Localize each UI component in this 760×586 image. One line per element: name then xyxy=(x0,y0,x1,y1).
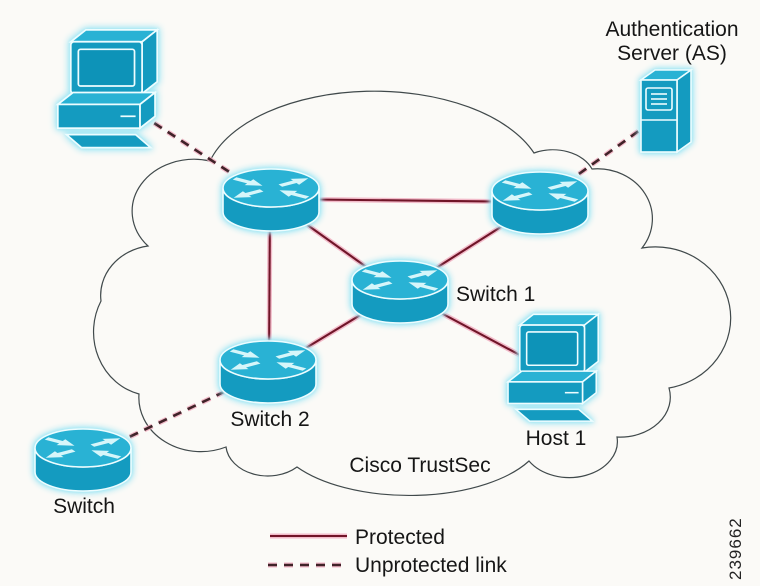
switch1-icon xyxy=(352,261,448,323)
authentication-server-icon xyxy=(640,69,692,153)
auth-server-label-line1: Authentication xyxy=(605,18,738,41)
trustsec-cloud-outline xyxy=(92,90,732,497)
switch-top-left-icon xyxy=(223,169,319,231)
switch2-icon xyxy=(220,341,316,403)
host1-icon xyxy=(507,313,599,422)
workstation-icon xyxy=(56,29,159,149)
switch-top-right-icon xyxy=(492,172,588,234)
cloud-label: Cisco TrustSec xyxy=(349,454,490,477)
outside-switch-icon xyxy=(35,429,131,491)
auth-server-label-line2: Server (AS) xyxy=(617,42,727,65)
legend: Protected Unprotected link xyxy=(268,526,507,577)
switch2-label: Switch 2 xyxy=(230,408,309,431)
legend-protected-label: Protected xyxy=(355,526,445,549)
figure-number: 239662 xyxy=(726,517,745,580)
outside-switch-label: Switch xyxy=(53,495,115,518)
switch1-label: Switch 1 xyxy=(456,283,535,306)
legend-unprotected-label: Unprotected link xyxy=(355,554,507,577)
host1-label: Host 1 xyxy=(526,427,587,450)
